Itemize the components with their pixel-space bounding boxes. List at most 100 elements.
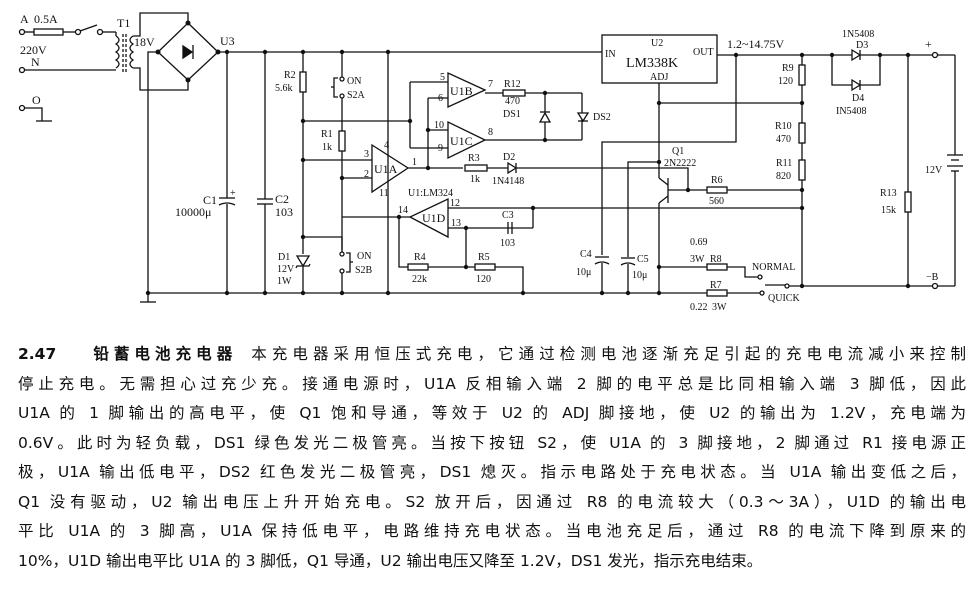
capacitor-c2: C2 103 xyxy=(257,49,293,296)
svg-text:+: + xyxy=(230,188,236,199)
svg-text:12V: 12V xyxy=(277,264,295,275)
svg-text:ON: ON xyxy=(347,76,361,87)
svg-text:R8: R8 xyxy=(710,254,722,265)
resistor-r3 xyxy=(464,164,488,172)
switch-s2a xyxy=(333,77,338,98)
svg-text:18V: 18V xyxy=(134,35,155,49)
svg-text:10μ: 10μ xyxy=(632,270,647,281)
capacitor-c1: + C1 10000μ xyxy=(175,49,236,296)
paragraph-line: 0.6V。此时为轻负载，DS1 绿色发光二极管亮。当按下按钮 S2，使 U1A … xyxy=(18,433,966,452)
paragraph-line: 平比 U1A 的 3 脚高，U1A 保持低电平，电路维持充电状态。当电池充足后，… xyxy=(18,522,966,540)
svg-text:103: 103 xyxy=(500,238,515,249)
svg-text:DS2: DS2 xyxy=(593,112,611,123)
svg-text:R13: R13 xyxy=(880,188,897,199)
svg-text:O: O xyxy=(32,93,41,107)
svg-text:8: 8 xyxy=(488,127,493,138)
svg-text:0.5A: 0.5A xyxy=(34,12,58,26)
diode-d4 xyxy=(851,78,862,92)
capacitors-c4-c5: C4 10μ C5 10μ xyxy=(576,249,662,296)
paragraph-line: 停止充电。无需担心过充少充。接通电源时，U1A 反相输入端 2 脚的电平总是比同… xyxy=(18,374,966,393)
svg-text:S2B: S2B xyxy=(355,265,373,276)
voltage-divider: R9 120 R10 470 R11 820 xyxy=(775,52,806,286)
svg-text:T1: T1 xyxy=(117,16,130,30)
svg-text:OUT: OUT xyxy=(693,47,714,58)
opamp-lm324: U1A 3 2 4 11 1 U1B 5 6 7 U1C 10 9 8 U1:L… xyxy=(303,49,802,296)
s2-r1-branch: ON S2A R1 1k ON S2B xyxy=(303,49,373,296)
resistor-r13 xyxy=(904,191,912,213)
r2-d1-branch: R2 5.6k D1 12V 1W xyxy=(275,49,311,296)
power-switch xyxy=(79,24,98,32)
svg-text:13: 13 xyxy=(451,218,461,229)
svg-text:11: 11 xyxy=(379,188,389,199)
svg-text:820: 820 xyxy=(776,171,791,182)
svg-text:C2: C2 xyxy=(275,192,289,206)
svg-text:2: 2 xyxy=(364,169,369,180)
svg-text:R7: R7 xyxy=(710,280,722,291)
svg-text:LM338K: LM338K xyxy=(626,56,678,71)
svg-text:C5: C5 xyxy=(637,254,649,265)
svg-text:S2A: S2A xyxy=(347,90,366,101)
svg-text:D4: D4 xyxy=(852,93,864,104)
diode-d3 xyxy=(851,48,862,62)
svg-text:U3: U3 xyxy=(220,34,235,48)
svg-text:0.69: 0.69 xyxy=(690,237,708,248)
svg-text:R9: R9 xyxy=(782,63,794,74)
svg-text:10000μ: 10000μ xyxy=(175,205,211,219)
regulator-u2: IN U2 LM338K ADJ OUT 1.2~14.75V xyxy=(601,34,955,255)
svg-text:120: 120 xyxy=(476,274,491,285)
switch-s2b xyxy=(346,252,351,273)
svg-text:R1: R1 xyxy=(321,129,333,140)
svg-text:1W: 1W xyxy=(277,276,292,287)
svg-text:103: 103 xyxy=(275,205,293,219)
svg-text:15k: 15k xyxy=(881,205,896,216)
feedback-network: R4 22k R5 120 C3 103 xyxy=(398,205,536,296)
svg-text:A: A xyxy=(20,12,29,26)
svg-text:R2: R2 xyxy=(284,70,296,81)
svg-text:R11: R11 xyxy=(776,158,792,169)
svg-text:470: 470 xyxy=(505,96,520,107)
svg-text:IN5408: IN5408 xyxy=(836,106,867,117)
indicator-leds: R12 470 DS1 DS2 R3 1k D2 1N4148 xyxy=(464,79,689,190)
circuit-schematic: A 0.5A 220V N O T1 18V U3 + C1 10000μ xyxy=(18,12,963,313)
svg-text:U1A: U1A xyxy=(374,162,398,176)
paragraph-line: 10%，U1D 输出电平比 U1A 的 3 脚低，Q1 导通，U2 输出电压又降… xyxy=(18,551,763,570)
opamp-u1a xyxy=(371,143,410,194)
svg-text:0.22: 0.22 xyxy=(690,302,708,313)
svg-text:C1: C1 xyxy=(203,193,217,207)
led-ds2 xyxy=(576,112,590,123)
svg-text:5: 5 xyxy=(440,72,445,83)
zener-d1 xyxy=(295,255,311,268)
paragraph-line: 极，U1A 输出低电平，DS2 红色发光二极管亮，DS1 熄灭。指示电路处于充电… xyxy=(18,463,966,481)
svg-text:D3: D3 xyxy=(856,40,868,51)
svg-text:Q1: Q1 xyxy=(672,146,684,157)
svg-text:22k: 22k xyxy=(412,274,427,285)
svg-text:3W: 3W xyxy=(690,254,705,265)
svg-text:N: N xyxy=(31,55,40,69)
svg-text:ON: ON xyxy=(357,251,371,262)
transistor-q1: Q1 2N2222 R6 560 xyxy=(627,146,802,293)
svg-text:1N4148: 1N4148 xyxy=(492,176,524,187)
svg-text:12V: 12V xyxy=(925,165,943,176)
svg-text:470: 470 xyxy=(776,134,791,145)
bridge-rectifier: U3 xyxy=(147,20,235,293)
fuse xyxy=(33,28,64,36)
svg-text:R12: R12 xyxy=(504,79,521,90)
opamp-u1c xyxy=(447,120,487,160)
svg-text:U2: U2 xyxy=(651,38,663,49)
led-ds1 xyxy=(538,111,552,123)
svg-text:220V: 220V xyxy=(20,43,47,57)
svg-text:U1B: U1B xyxy=(450,84,473,98)
resistor-r6 xyxy=(706,186,728,194)
svg-text:−B: −B xyxy=(926,272,939,283)
section-title: 铅蓄电池充电器 xyxy=(88,345,238,363)
svg-text:DS1: DS1 xyxy=(503,109,521,120)
svg-text:1.2~14.75V: 1.2~14.75V xyxy=(727,37,784,51)
svg-text:10μ: 10μ xyxy=(576,267,591,278)
svg-text:R5: R5 xyxy=(478,252,490,263)
svg-text:6: 6 xyxy=(438,93,443,104)
svg-text:R4: R4 xyxy=(414,252,426,263)
svg-text:U1C: U1C xyxy=(450,134,473,148)
paragraph-line: U1A 的 1 脚输出的高电平，使 Q1 饱和导通，等效于 U2 的 ADJ 脚… xyxy=(18,404,966,422)
